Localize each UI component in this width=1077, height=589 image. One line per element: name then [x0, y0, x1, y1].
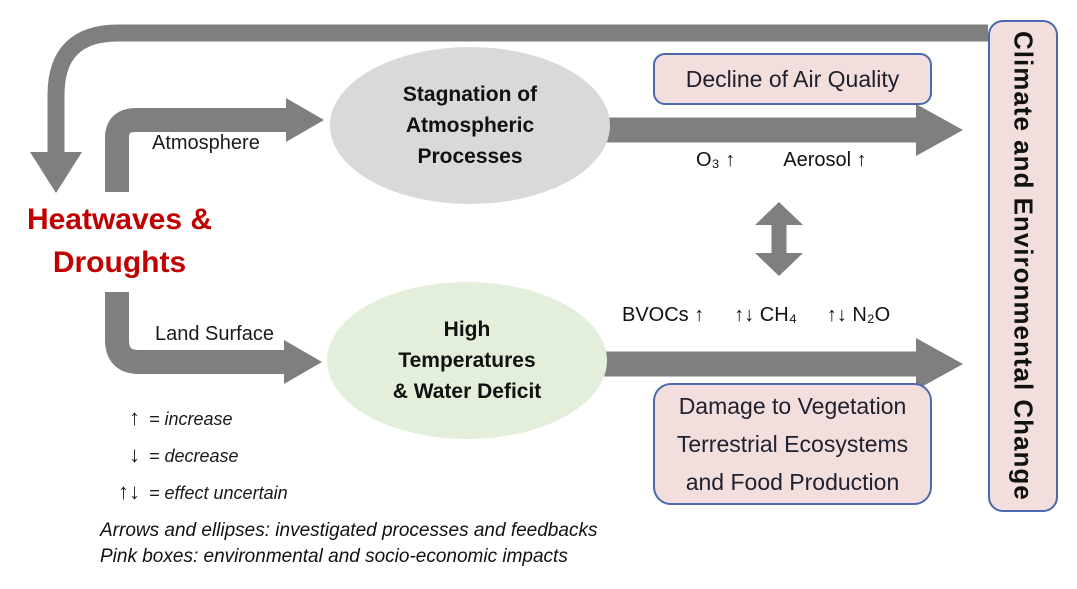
climate-change-impact-label: Climate and Environmental Change [1008, 31, 1039, 501]
vegetation-impact-box: Damage to Vegetation Terrestrial Ecosyst… [653, 383, 932, 505]
atmosphere-pathway-label: Atmosphere [152, 132, 260, 154]
emission-label-aerosol: Aerosol ↑ [783, 149, 867, 171]
atmospheric-ellipse-line3: Processes [417, 145, 523, 168]
legend-item-decrease: ↓ = decrease [110, 442, 288, 479]
land-impact-arrow [604, 338, 963, 390]
vegetation-impact-line3: and Food Production [685, 469, 900, 495]
emission-label-bvocs: BVOCs ↑ [622, 304, 705, 326]
legend-decrease-text: = decrease [149, 446, 239, 466]
legend-item-increase: ↑ = increase [110, 405, 288, 442]
emission-label-ch4: ↑↓ CH₄ [734, 304, 797, 326]
exchange-double-arrow [755, 202, 803, 276]
land-surface-arrow [105, 292, 322, 384]
land-ellipse-line2: Temperatures [398, 349, 536, 372]
source-node-line2: Droughts [52, 246, 187, 279]
figure-caption: Arrows and ellipses: investigated proces… [100, 518, 597, 570]
air-quality-impact-label: Decline of Air Quality [685, 65, 900, 92]
down-arrow-icon: ↓ [129, 442, 140, 467]
air-quality-impact-box: Decline of Air Quality [653, 53, 932, 105]
legend-item-uncertain: ↑↓ = effect uncertain [110, 479, 288, 516]
source-node-label: Heatwaves & Droughts [12, 198, 227, 284]
atmospheric-impact-arrow [606, 104, 963, 156]
land-ellipse-line3: & Water Deficit [392, 380, 542, 403]
atmospheric-processes-ellipse: Stagnation of Atmospheric Processes [330, 47, 610, 204]
atmospheric-ellipse-line2: Atmospheric [405, 114, 535, 137]
land-surface-pathway-label: Land Surface [155, 323, 274, 345]
vegetation-impact-line1: Damage to Vegetation [678, 393, 907, 419]
up-down-arrows-icon: ↑↓ [118, 479, 140, 504]
legend: ↑ = increase ↓ = decrease ↑↓ = effect un… [110, 405, 288, 516]
legend-uncertain-text: = effect uncertain [149, 483, 288, 503]
atmosphere-arrow [105, 98, 324, 192]
emission-label-o3: O₃ ↑ [696, 149, 736, 171]
feedback-arrow [30, 24, 988, 193]
upper-emissions-row: O₃ ↑ Aerosol ↑ [696, 149, 867, 172]
caption-line1: Arrows and ellipses: investigated proces… [100, 520, 598, 541]
legend-increase-text: = increase [149, 409, 233, 429]
source-node-line1: Heatwaves & [26, 203, 213, 236]
vegetation-impact-line2: Terrestrial Ecosystems [676, 431, 909, 457]
lower-emissions-row: BVOCs ↑ ↑↓ CH₄ ↑↓ N₂O [622, 304, 890, 327]
caption-line2: Pink boxes: environmental and socio-econ… [100, 546, 568, 567]
emission-label-n2o: ↑↓ N₂O [826, 304, 891, 326]
atmospheric-ellipse-line1: Stagnation of [402, 83, 538, 106]
land-conditions-ellipse: High Temperatures & Water Deficit [327, 282, 607, 439]
land-ellipse-line1: High [443, 318, 491, 341]
up-arrow-icon: ↑ [129, 405, 140, 430]
climate-change-impact-box: Climate and Environmental Change [988, 20, 1058, 512]
